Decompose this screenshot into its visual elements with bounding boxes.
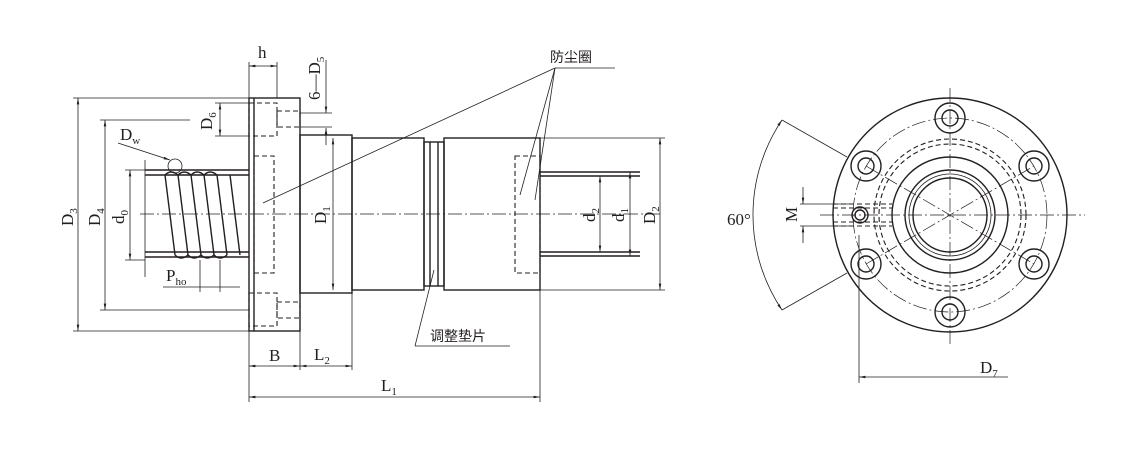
dim-d2: d2 [580, 208, 602, 222]
side-view: 防尘圈 调整垫片 h 6—D5 D6 Dw D3 D4 d0 D1 Pho B … [58, 43, 665, 402]
dim-angle: 60° [727, 210, 751, 229]
dim-D1: D1 [311, 206, 333, 224]
dim-Dw: Dw [120, 125, 140, 147]
dim-h: h [258, 43, 267, 62]
bolt-holes [850, 102, 1050, 328]
lube-port [833, 203, 892, 227]
dim-D7: D7 [980, 358, 998, 380]
dim-d0: d0 [109, 210, 131, 225]
screw-shaft-left [144, 158, 249, 277]
flange [248, 97, 301, 332]
dim-D4: D4 [85, 208, 107, 226]
callout-dust-seal: 防尘圈 [550, 50, 592, 66]
dim-D5: 6—D5 [305, 56, 327, 100]
dim-B: B [269, 346, 280, 365]
dim-M: M [782, 207, 801, 222]
dim-D6: D6 [197, 112, 219, 130]
nut-body [299, 134, 541, 294]
dim-L1: L1 [381, 376, 397, 398]
callout-shim: 调整垫片 [430, 329, 486, 345]
dim-D2: D2 [640, 206, 662, 224]
front-view: 60° M D7 [727, 88, 1085, 383]
dimension-lines [73, 60, 665, 402]
dim-Pho: Pho [166, 266, 187, 288]
dim-D3: D3 [58, 208, 80, 226]
dim-d1: d1 [609, 208, 631, 222]
dim-L2: L2 [314, 345, 330, 367]
